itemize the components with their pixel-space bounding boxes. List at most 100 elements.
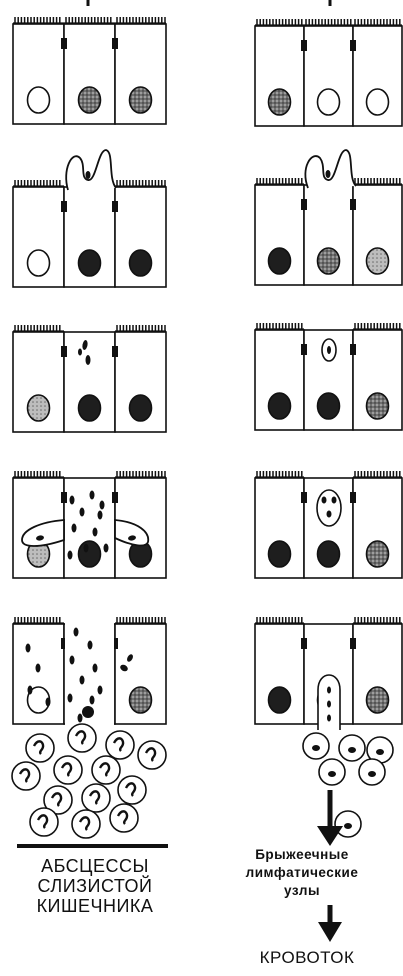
- bacterium: [78, 714, 83, 723]
- nucleus: [269, 89, 291, 115]
- neutrophil: [138, 741, 166, 769]
- bacterium: [98, 686, 103, 695]
- bacterium: [68, 694, 73, 703]
- macrophage-nucleus: [376, 749, 384, 755]
- neutrophil: [106, 731, 134, 759]
- label-line: АБСЦЕССЫ: [10, 856, 180, 876]
- macrophage-nucleus: [328, 771, 336, 777]
- nucleus: [130, 87, 152, 113]
- nucleus: [367, 393, 389, 419]
- tight-junction: [301, 199, 307, 210]
- label-line: КИШЕЧНИКА: [10, 896, 180, 916]
- bacterium: [26, 644, 31, 653]
- bacterium: [100, 501, 105, 510]
- neutrophil: [82, 784, 110, 812]
- bacterium: [86, 171, 91, 179]
- bacterium: [80, 508, 85, 517]
- bacterium: [93, 528, 98, 537]
- nucleus: [367, 541, 389, 567]
- bacterium: [46, 698, 51, 707]
- neutrophil: [26, 734, 54, 762]
- macrophage-nucleus: [368, 771, 376, 777]
- nucleus: [130, 395, 152, 421]
- nucleus: [367, 89, 389, 115]
- bacterium: [104, 544, 109, 553]
- tight-junction: [350, 199, 356, 210]
- bacterium: [28, 686, 33, 695]
- tight-junction: [112, 492, 118, 503]
- bacterium: [327, 511, 332, 518]
- label-bloodstream: КРОВОТОК: [232, 948, 382, 967]
- tight-junction: [61, 346, 67, 357]
- bacterium: [327, 715, 331, 722]
- neutrophil: [72, 810, 100, 838]
- membrane-ruffle: [305, 150, 356, 188]
- bacterium: [327, 701, 331, 708]
- tight-junction: [350, 40, 356, 51]
- macrophage-nucleus: [312, 745, 320, 751]
- tight-junction: [61, 201, 67, 212]
- bacterium: [93, 664, 98, 673]
- nucleus: [269, 541, 291, 567]
- tight-junction: [350, 492, 356, 503]
- nucleus: [269, 687, 291, 713]
- tight-junction: [112, 346, 118, 357]
- label-line: лимфатические: [212, 864, 392, 882]
- nucleus: [367, 687, 389, 713]
- nucleus: [367, 248, 389, 274]
- nucleus: [130, 250, 152, 276]
- nucleus: [28, 395, 50, 421]
- membrane-ruffle: [66, 150, 116, 190]
- tight-junction: [301, 492, 307, 503]
- bacterium: [80, 676, 85, 685]
- tight-junction: [61, 492, 67, 503]
- tight-junction: [301, 40, 307, 51]
- label-mucosal-abscesses: АБСЦЕССЫ СЛИЗИСТОЙ КИШЕЧНИКА: [10, 856, 180, 916]
- nucleus: [318, 248, 340, 274]
- bacterium: [82, 706, 94, 718]
- vacuole: [317, 490, 341, 526]
- neutrophil: [30, 808, 58, 836]
- bacterium: [70, 496, 75, 505]
- bacterium: [72, 524, 77, 533]
- nucleus: [28, 250, 50, 276]
- tight-junction: [112, 38, 118, 49]
- bacterium: [86, 355, 91, 365]
- nucleus: [318, 393, 340, 419]
- bacterium: [98, 511, 103, 520]
- label-line: узлы: [212, 882, 392, 900]
- bacterium: [74, 628, 79, 637]
- nucleus: [318, 541, 340, 567]
- nucleus: [28, 87, 50, 113]
- tight-junction: [350, 344, 356, 355]
- label-line: Брыжеечные: [212, 846, 392, 864]
- bacterium: [88, 641, 93, 650]
- bacterium: [78, 349, 82, 356]
- tight-junction: [61, 38, 67, 49]
- nucleus: [79, 541, 101, 567]
- nucleus: [79, 250, 101, 276]
- neutrophil: [54, 756, 82, 784]
- bacterium: [332, 497, 337, 504]
- neutrophil: [12, 762, 40, 790]
- arrow-down-icon: [317, 826, 343, 846]
- nucleus: [318, 89, 340, 115]
- label-mesenteric-lymph-nodes: Брыжеечные лимфатические узлы: [212, 846, 392, 901]
- macrophage-nucleus: [348, 747, 356, 753]
- bacterium: [327, 687, 331, 694]
- bacterium: [90, 696, 95, 705]
- neutrophil: [68, 724, 96, 752]
- nucleus: [269, 248, 291, 274]
- arrow-down-icon: [318, 922, 342, 942]
- bacterium: [70, 656, 75, 665]
- nucleus: [130, 687, 152, 713]
- tight-junction: [112, 201, 118, 212]
- neutrophil: [110, 804, 138, 832]
- bacterium: [322, 497, 327, 504]
- bacterium: [327, 346, 331, 354]
- bacterium: [36, 664, 41, 673]
- nucleus: [79, 87, 101, 113]
- bacterium: [90, 491, 95, 500]
